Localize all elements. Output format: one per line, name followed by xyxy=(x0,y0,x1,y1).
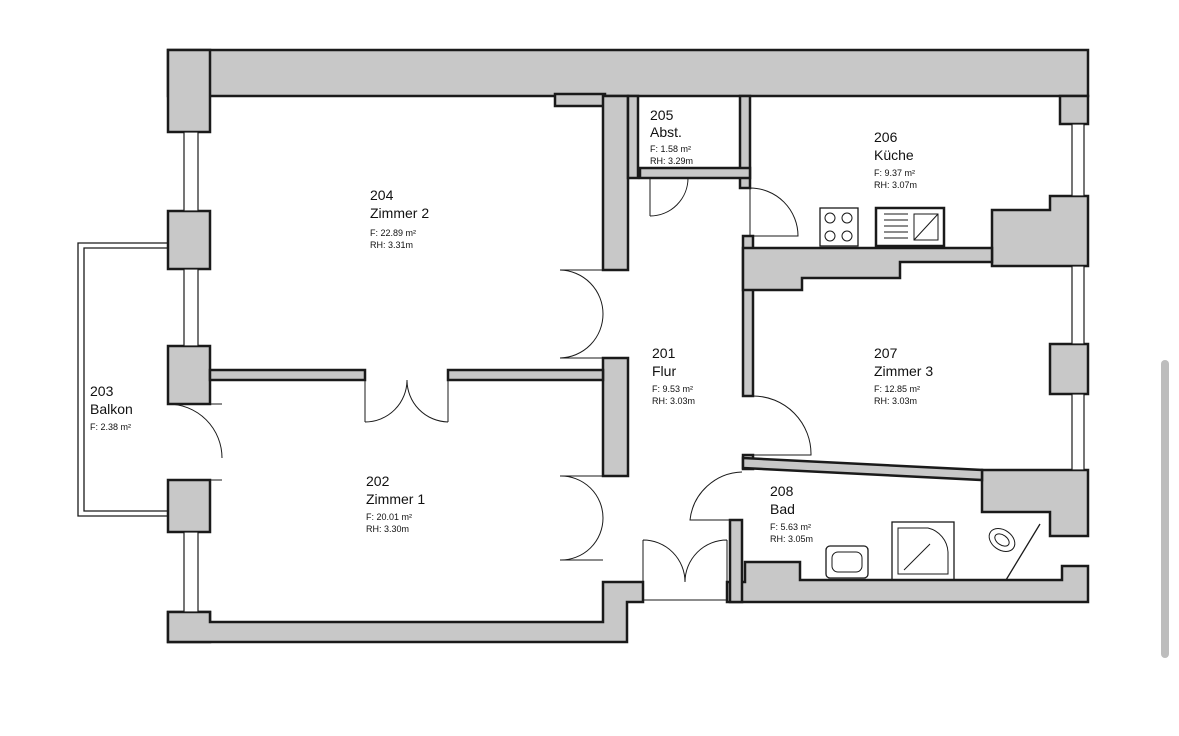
wall-204-202-right xyxy=(446,368,605,382)
window-left-1 xyxy=(183,131,199,212)
room-height: RH: 3.30m xyxy=(366,524,409,534)
wall-kitchen-room3 xyxy=(741,246,994,292)
right-wall-top xyxy=(1058,94,1090,126)
bottom-wall-right xyxy=(725,560,1090,604)
door-bath xyxy=(689,471,743,521)
corridor-right-wall-upper xyxy=(741,234,755,398)
room-area: F: 9.37 m² xyxy=(874,168,915,178)
door-204-202 xyxy=(364,379,449,423)
room-label-201: 201 Flur F: 9.53 m² RH: 3.03m xyxy=(652,345,695,406)
room-number: 201 xyxy=(652,345,676,361)
window-right-3 xyxy=(1071,393,1085,471)
top-wall xyxy=(166,48,1090,98)
room-label-208: 208 Bad F: 5.63 m² RH: 3.05m xyxy=(770,483,813,544)
balcony-railing-outer xyxy=(77,242,168,517)
room-label-202: 202 Zimmer 1 F: 20.01 m² RH: 3.30m xyxy=(366,473,425,534)
room-label-203: 203 Balkon F: 2.38 m² xyxy=(90,383,133,432)
doors xyxy=(167,177,812,601)
room-height: RH: 3.05m xyxy=(770,534,813,544)
left-pier-3 xyxy=(166,478,212,534)
window-right-1 xyxy=(1071,123,1085,197)
wall-204-202-left xyxy=(208,368,367,382)
door-balcony xyxy=(167,403,223,481)
left-pier-1 xyxy=(166,209,212,271)
room-number: 208 xyxy=(770,483,794,499)
window-left-2 xyxy=(183,268,199,347)
room-name: Zimmer 2 xyxy=(370,205,429,221)
room-label-207: 207 Zimmer 3 F: 12.85 m² RH: 3.03m xyxy=(874,345,933,406)
right-pier-kitchen xyxy=(990,194,1090,268)
room-label-205: 205 Abst. F: 1.58 m² RH: 3.29m xyxy=(650,107,693,166)
wall-room3-bath xyxy=(741,456,984,482)
door-flur-204 xyxy=(559,269,604,359)
door-room3 xyxy=(752,395,812,456)
fixtures xyxy=(819,206,1041,581)
center-wall-middle xyxy=(601,356,630,478)
left-wall-top xyxy=(166,48,212,134)
door-kitchen xyxy=(749,187,799,237)
bath-left-wall xyxy=(728,518,744,604)
balcony xyxy=(77,242,168,517)
room-area: F: 1.58 m² xyxy=(650,144,691,154)
room-height: RH: 3.03m xyxy=(874,396,917,406)
storage-wall-left xyxy=(626,94,640,180)
right-pier-bath xyxy=(980,468,1090,538)
walls xyxy=(166,48,1090,644)
bathtub-icon xyxy=(825,545,869,579)
room-label-204: 204 Zimmer 2 F: 22.89 m² RH: 3.31m xyxy=(370,187,429,250)
door-entrance xyxy=(642,539,728,601)
scrollbar[interactable] xyxy=(1161,360,1169,658)
door-storage xyxy=(649,177,689,217)
top-wall-inner-step xyxy=(553,92,607,108)
bottom-wall-left xyxy=(166,580,645,644)
room-area: F: 2.38 m² xyxy=(90,422,131,432)
window-left-3 xyxy=(183,531,199,613)
storage-wall-bottom xyxy=(638,166,752,180)
room-height: RH: 3.29m xyxy=(650,156,693,166)
room-area: F: 20.01 m² xyxy=(366,512,412,522)
windows xyxy=(183,123,1085,613)
center-wall-upper xyxy=(601,94,630,272)
room-number: 207 xyxy=(874,345,898,361)
window-right-2 xyxy=(1071,265,1085,345)
toilet-icon xyxy=(988,523,1041,581)
room-area: F: 9.53 m² xyxy=(652,384,693,394)
room-name: Balkon xyxy=(90,401,133,417)
room-name: Zimmer 3 xyxy=(874,363,933,379)
room-number: 206 xyxy=(874,129,898,145)
balcony-railing-inner xyxy=(83,247,168,512)
shower-icon xyxy=(891,521,955,581)
room-name: Zimmer 1 xyxy=(366,491,425,507)
room-area: F: 5.63 m² xyxy=(770,522,811,532)
room-label-206: 206 Küche F: 9.37 m² RH: 3.07m xyxy=(874,129,917,190)
room-height: RH: 3.07m xyxy=(874,180,917,190)
door-flur-202 xyxy=(559,475,604,561)
room-number: 203 xyxy=(90,383,114,399)
room-number: 205 xyxy=(650,107,674,123)
room-area: F: 12.85 m² xyxy=(874,384,920,394)
room-height: RH: 3.03m xyxy=(652,396,695,406)
room-name: Flur xyxy=(652,363,676,379)
left-pier-2 xyxy=(166,344,212,406)
room-name: Küche xyxy=(874,147,914,163)
room-name: Abst. xyxy=(650,124,682,140)
sink-icon xyxy=(874,206,946,248)
room-area: F: 22.89 m² xyxy=(370,228,416,238)
room-height: RH: 3.31m xyxy=(370,240,413,250)
room-number: 204 xyxy=(370,187,394,203)
storage-wall-right xyxy=(738,94,752,190)
room-number: 202 xyxy=(366,473,390,489)
right-pier-room3 xyxy=(1048,342,1090,396)
stove-icon xyxy=(819,207,859,247)
room-name: Bad xyxy=(770,501,795,517)
